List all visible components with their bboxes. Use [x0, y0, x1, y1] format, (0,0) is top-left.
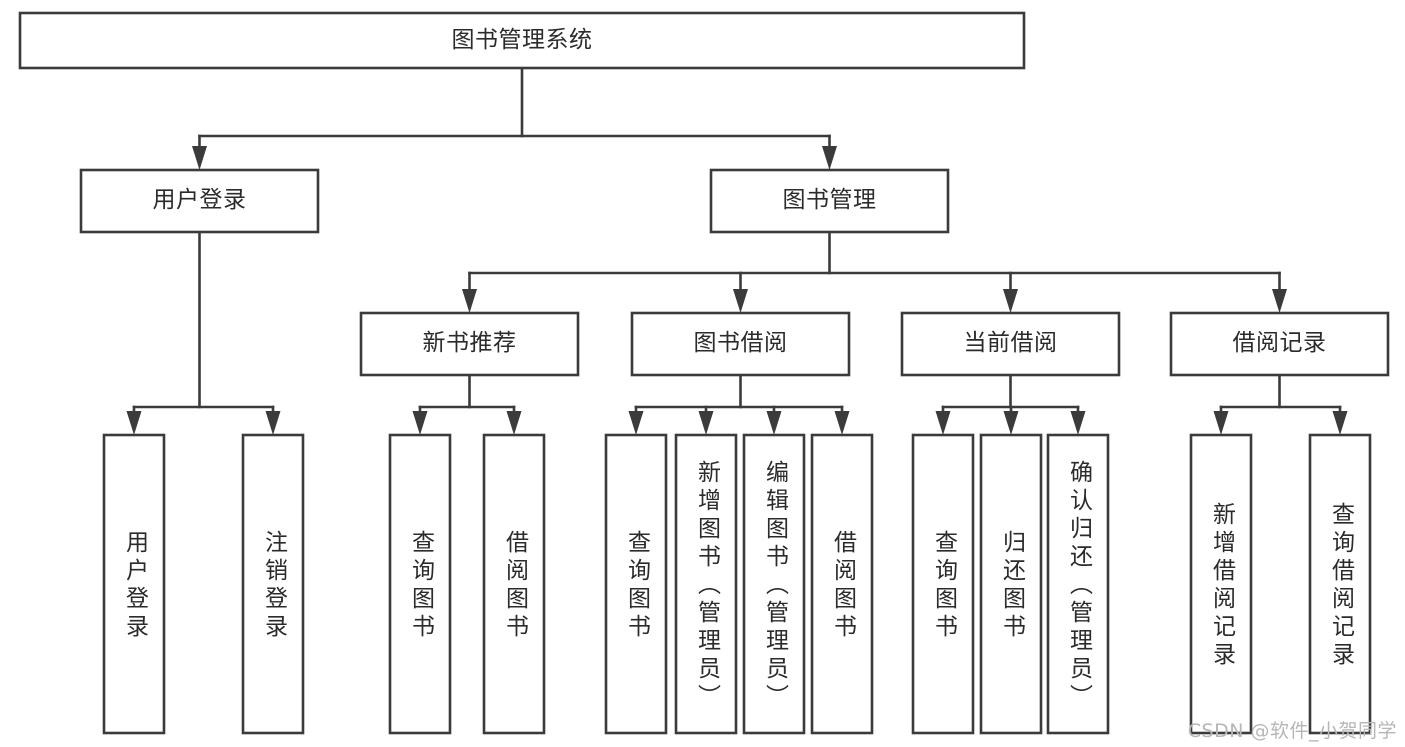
arrow-head-icon	[1003, 411, 1019, 435]
node-box-leaf_5[interactable]	[674, 433, 738, 735]
node-box-leaf_12[interactable]	[1308, 433, 1372, 735]
arrow-head-icon	[1070, 411, 1086, 435]
node-box-leaf_3[interactable]	[482, 433, 546, 735]
node-box-l1_0[interactable]	[79, 168, 320, 234]
arrow-head-icon	[1213, 411, 1229, 435]
node-box-leaf_6[interactable]	[742, 433, 806, 735]
arrow-head-icon	[698, 411, 714, 435]
node-box-l2_2[interactable]	[900, 311, 1121, 377]
node-box-l2_1[interactable]	[630, 311, 851, 377]
arrow-head-icon	[1332, 411, 1348, 435]
arrow-head-icon	[506, 411, 522, 435]
arrow-head-icon	[265, 411, 281, 435]
node-box-leaf_4[interactable]	[604, 433, 668, 735]
node-box-leaf_9[interactable]	[979, 433, 1043, 735]
node-box-leaf_7[interactable]	[810, 433, 874, 735]
arrow-head-icon	[628, 411, 644, 435]
node-box-leaf_1[interactable]	[241, 433, 305, 735]
arrow-head-icon	[822, 146, 837, 170]
node-box-leaf_8[interactable]	[911, 433, 975, 735]
watermark-text: CSDN @软件_小贺同学	[1187, 720, 1397, 742]
arrow-head-icon	[834, 411, 850, 435]
arrow-head-icon	[1003, 289, 1018, 313]
node-box-l2_0[interactable]	[359, 311, 580, 377]
node-box-l1_1[interactable]	[709, 168, 950, 234]
arrow-head-icon	[733, 289, 748, 313]
arrow-head-icon	[935, 411, 951, 435]
arrow-head-icon	[1272, 289, 1287, 313]
node-box-leaf_2[interactable]	[388, 433, 452, 735]
node-box-leaf_10[interactable]	[1046, 433, 1110, 735]
node-box-root[interactable]	[18, 11, 1026, 70]
arrow-head-icon	[462, 289, 477, 313]
node-box-l2_3[interactable]	[1169, 311, 1390, 377]
arrow-head-icon	[192, 146, 207, 170]
arrow-head-icon	[766, 411, 782, 435]
arrow-head-icon	[412, 411, 428, 435]
arrow-head-icon	[126, 411, 142, 435]
node-box-leaf_0[interactable]	[102, 433, 166, 735]
node-box-leaf_11[interactable]	[1189, 433, 1253, 735]
